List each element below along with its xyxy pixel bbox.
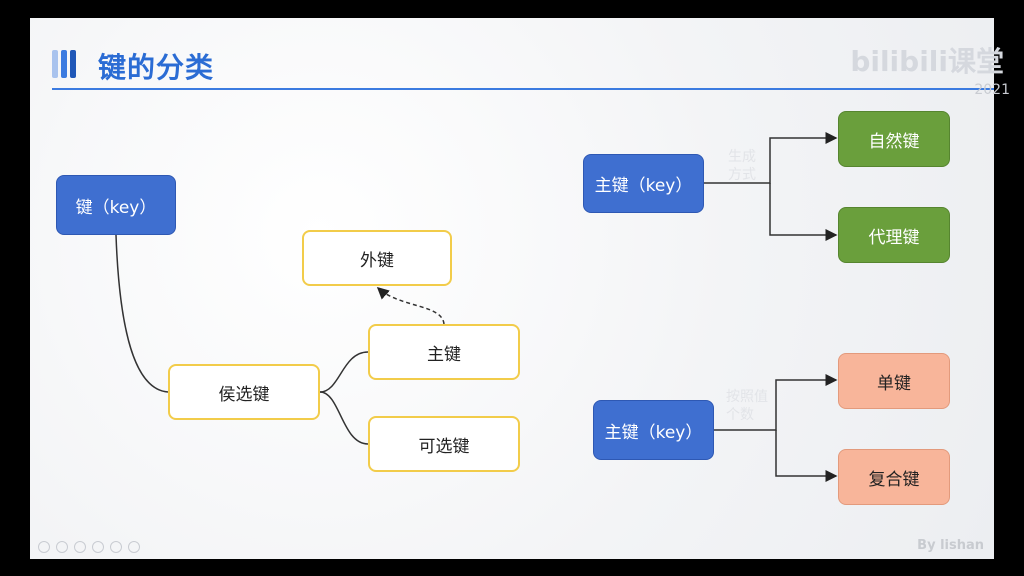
link-bottom-composite xyxy=(775,430,838,482)
connector-lines xyxy=(115,132,838,482)
node-candidate-key: 侯选键 xyxy=(168,364,320,420)
toolbar-icon[interactable] xyxy=(56,541,68,553)
node-surrogate-key: 代理键 xyxy=(838,207,950,263)
link-top-natural xyxy=(704,132,838,184)
toolbar-icon[interactable] xyxy=(38,541,50,553)
author-footer: By lishan xyxy=(917,538,984,553)
node-primary-key: 主键 xyxy=(368,324,520,380)
annotation-generation: 生成 方式 xyxy=(728,149,756,183)
node-composite-key: 复合键 xyxy=(838,449,950,505)
annotation-count: 按照值 个数 xyxy=(726,389,768,423)
link-key-candidate xyxy=(115,234,169,393)
page-title: 键的分类 xyxy=(98,51,215,84)
link-bottom-single xyxy=(714,374,838,431)
brand-watermark: bilibili课堂 xyxy=(850,45,1004,78)
node-key: 键（key） xyxy=(56,175,176,235)
node-single-key: 单键 xyxy=(838,353,950,409)
toolbar-icon[interactable] xyxy=(74,541,86,553)
link-candidate-primary xyxy=(319,351,369,393)
link-top-surrogate xyxy=(769,183,838,241)
toolbar-icon[interactable] xyxy=(92,541,104,553)
toolbar-icons[interactable] xyxy=(38,541,140,553)
node-foreign-key: 外键 xyxy=(302,230,452,286)
node-primary-key-count: 主键（key） xyxy=(593,400,714,460)
slide: 键的分类 bilibili课堂 2021 键（key） 外键 主键 侯选键 可选… xyxy=(30,18,1010,559)
node-alternate-key: 可选键 xyxy=(368,416,520,472)
link-primary-foreign xyxy=(376,286,445,325)
title-underline xyxy=(52,88,994,90)
toolbar-icon[interactable] xyxy=(110,541,122,553)
toolbar-icon[interactable] xyxy=(128,541,140,553)
link-candidate-alternate xyxy=(319,391,369,445)
brand-year: 2021 xyxy=(974,82,1010,98)
node-primary-key-generation: 主键（key） xyxy=(583,154,704,213)
node-natural-key: 自然键 xyxy=(838,111,950,167)
title-bars-icon xyxy=(52,50,78,78)
